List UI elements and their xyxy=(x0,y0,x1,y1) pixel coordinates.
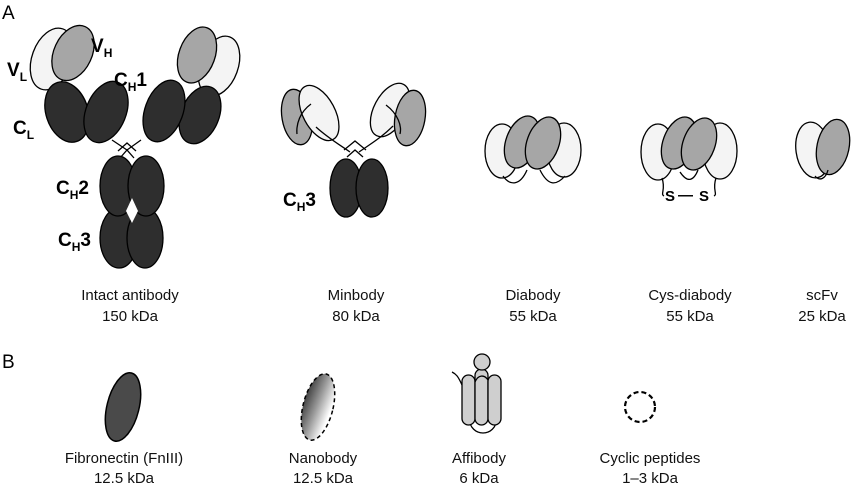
affibody-helix-right xyxy=(488,375,501,425)
nanobody-domain xyxy=(295,370,341,443)
affibody-diagram xyxy=(452,354,501,433)
caption-cys-diabody-name: Cys-diabody xyxy=(648,287,732,304)
disulfide-bond-label: S — S xyxy=(665,187,709,205)
minibody-ch3-right xyxy=(356,159,388,217)
affibody-helix-left xyxy=(462,375,475,425)
caption-affibody-name: Affibody xyxy=(452,450,506,467)
caption-scfv-size: 25 kDa xyxy=(798,308,846,325)
diabody-diagram xyxy=(485,111,581,183)
vl-label: VL xyxy=(7,60,27,84)
caption-affibody-size: 6 kDa xyxy=(459,470,499,487)
caption-intact-antibody-name: Intact antibody xyxy=(81,287,179,304)
caption-fibronectin-name: Fibronectin (FnIII) xyxy=(65,450,183,467)
panel-letter-a: A xyxy=(2,3,15,24)
ch2-label: CH2 xyxy=(56,178,89,202)
affibody-helix-top xyxy=(474,354,490,370)
caption-diabody-name: Diabody xyxy=(505,287,561,304)
ch3-label: CH3 xyxy=(58,230,91,254)
cys-diabody-diagram xyxy=(641,112,737,196)
scfv-diagram xyxy=(792,116,853,180)
caption-diabody-size: 55 kDa xyxy=(509,308,557,325)
cl-label: CL xyxy=(13,118,34,142)
disulfide-s-left: S xyxy=(665,188,675,205)
panel-a-captions: Intact antibody 150 kDa Minbody 80 kDa D… xyxy=(81,287,846,325)
ch1-label: CH1 xyxy=(114,70,147,94)
caption-minibody-name: Minbody xyxy=(328,287,385,304)
disulfide-s-right: S xyxy=(699,188,709,205)
intact-antibody-diagram xyxy=(22,19,247,268)
caption-cyclic-peptides-name: Cyclic peptides xyxy=(600,450,701,467)
caption-nanobody-size: 12.5 kDa xyxy=(293,470,354,487)
caption-intact-antibody-size: 150 kDa xyxy=(102,308,159,325)
minibody-diagram xyxy=(277,77,429,217)
caption-scfv-name: scFv xyxy=(806,287,838,304)
caption-cys-diabody-size: 55 kDa xyxy=(666,308,714,325)
cyclic-peptide-ring xyxy=(625,392,655,422)
minibody-ch3-label: CH3 xyxy=(283,190,316,214)
panel-letter-b: B xyxy=(2,352,15,373)
panel-b-captions: Fibronectin (FnIII) 12.5 kDa Nanobody 12… xyxy=(65,450,701,487)
disulfide-dash: — xyxy=(678,187,693,204)
caption-cyclic-peptides-size: 1–3 kDa xyxy=(622,470,679,487)
caption-nanobody-name: Nanobody xyxy=(289,450,358,467)
fibronectin-domain xyxy=(99,369,147,445)
caption-minibody-size: 80 kDa xyxy=(332,308,380,325)
caption-fibronectin-size: 12.5 kDa xyxy=(94,470,155,487)
vh-label: VH xyxy=(91,36,112,60)
hinge-lines xyxy=(112,140,141,158)
